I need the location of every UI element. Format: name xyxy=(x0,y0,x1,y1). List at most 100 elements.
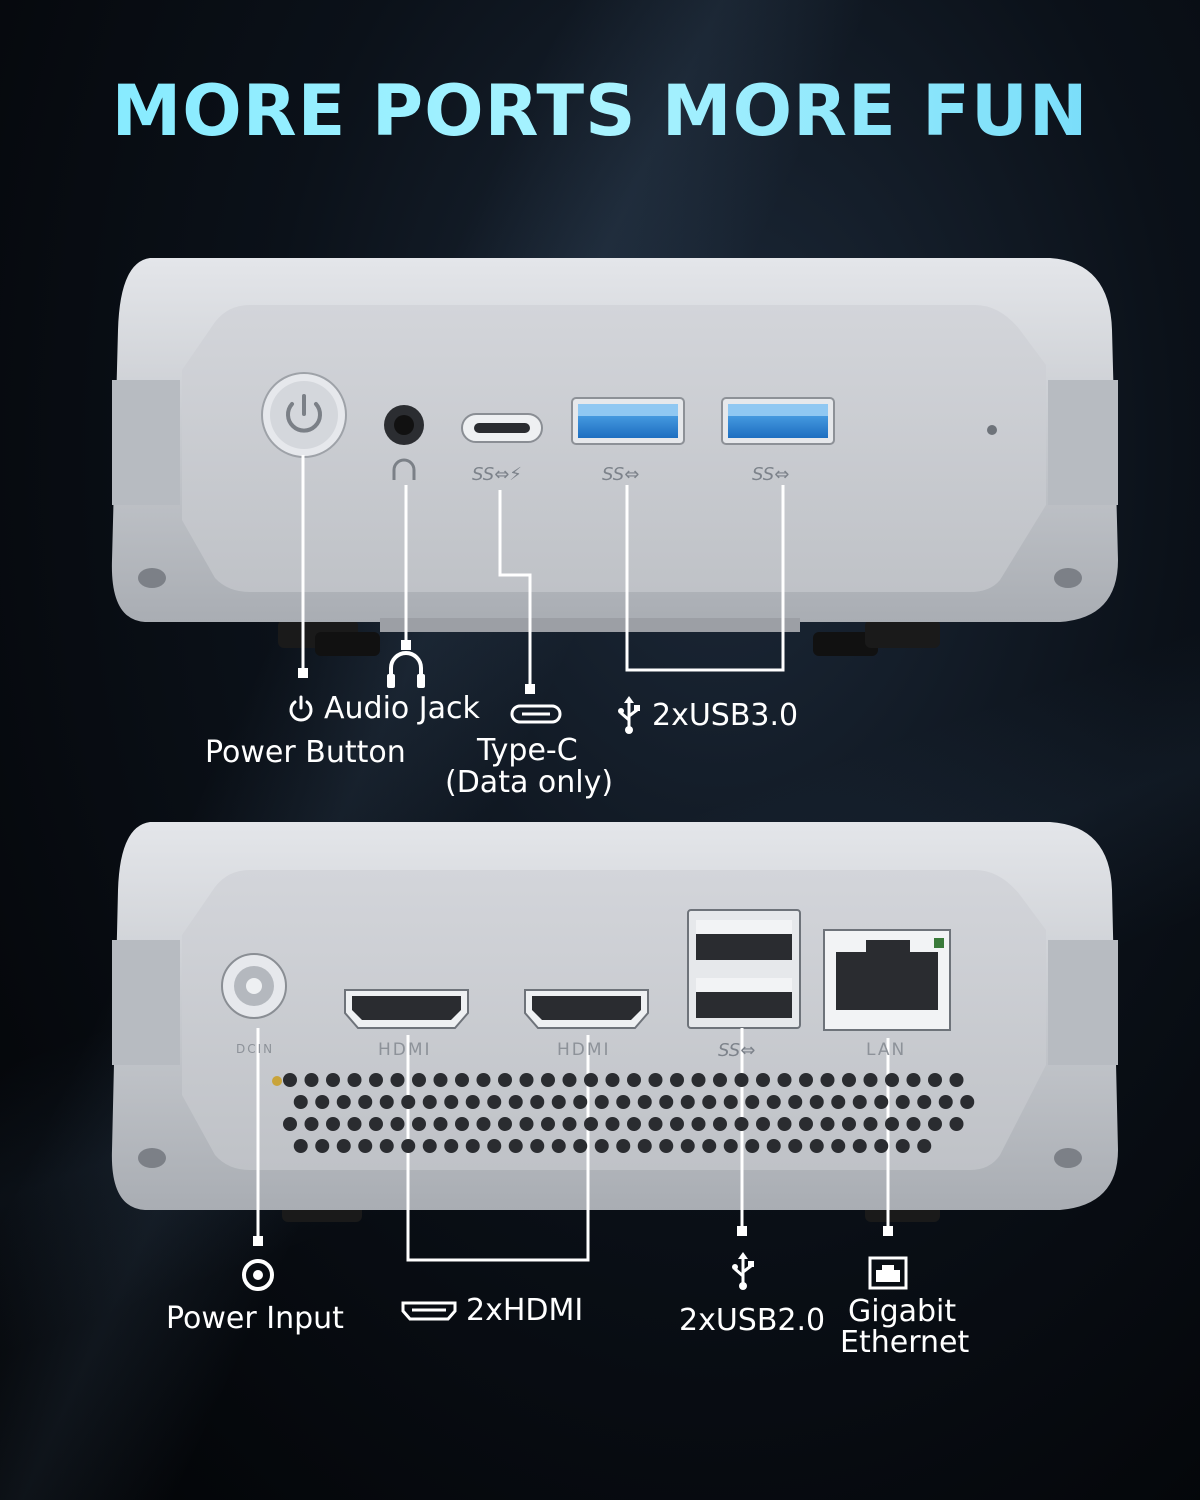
vent-hole xyxy=(809,1095,824,1109)
vent-hole xyxy=(562,1117,577,1131)
vent-hole xyxy=(756,1073,770,1087)
vent-hole xyxy=(498,1073,512,1087)
usb-icon-rear xyxy=(732,1252,754,1290)
vent-hole xyxy=(422,1095,437,1109)
vent-hole xyxy=(390,1073,405,1087)
vent-hole xyxy=(723,1139,738,1153)
vent-hole xyxy=(293,1095,308,1109)
vent-hole xyxy=(594,1139,609,1153)
typec-label: Type-C xyxy=(477,733,578,768)
vent-hole xyxy=(293,1139,308,1153)
vent-hole xyxy=(465,1095,480,1109)
vent-hole xyxy=(390,1117,405,1131)
vent-hole xyxy=(852,1139,867,1153)
vent-hole xyxy=(530,1095,545,1109)
usb-icon xyxy=(618,696,640,734)
vent-hole xyxy=(369,1117,383,1131)
usb-c-ss-mark: SS⇔⚡ xyxy=(472,464,522,485)
vent-hole xyxy=(379,1139,394,1153)
vent-hole xyxy=(831,1095,846,1109)
vent-hole xyxy=(863,1073,878,1087)
lan-mark: LAN xyxy=(866,1040,907,1060)
vent-hole xyxy=(670,1117,684,1131)
hdmi2-mark: HDMI xyxy=(557,1040,611,1060)
usb-c-icon xyxy=(510,704,562,724)
vent-hole xyxy=(820,1117,835,1131)
vent-hole xyxy=(895,1139,910,1153)
vent-hole xyxy=(659,1095,674,1109)
vent-hole xyxy=(315,1095,330,1109)
vent-hole xyxy=(476,1117,491,1131)
vent-hole xyxy=(627,1117,641,1131)
front-device-image xyxy=(111,258,1118,694)
vent-hole xyxy=(713,1117,727,1131)
vent-hole xyxy=(637,1095,652,1109)
vent-hole xyxy=(304,1073,319,1087)
usb2-ss-mark: SS⇔ xyxy=(718,1040,756,1061)
vent-hole xyxy=(541,1073,555,1087)
vent-hole xyxy=(594,1095,609,1109)
ethernet-sublabel: Ethernet xyxy=(840,1325,970,1360)
vent-hole xyxy=(379,1095,394,1109)
vent-hole xyxy=(637,1139,652,1153)
power-button-label: Power Button xyxy=(205,735,406,770)
vent-hole xyxy=(465,1139,480,1153)
vent-hole xyxy=(573,1139,588,1153)
vent-hole xyxy=(605,1073,620,1087)
vent-hole xyxy=(756,1117,770,1131)
vent-hole xyxy=(551,1139,566,1153)
vent-hole xyxy=(820,1073,835,1087)
rear-device-image xyxy=(111,822,1118,1262)
vent-hole xyxy=(519,1073,534,1087)
audio-jack-label: Audio Jack xyxy=(324,691,480,726)
vent-hole xyxy=(422,1139,437,1153)
vent-hole xyxy=(369,1073,383,1087)
vent-hole xyxy=(938,1095,953,1109)
dc-input-icon xyxy=(242,1259,274,1291)
vent-hole xyxy=(336,1139,351,1153)
vent-hole xyxy=(562,1073,577,1087)
vent-hole xyxy=(433,1073,448,1087)
vent-grid xyxy=(283,1073,975,1153)
vent-hole xyxy=(508,1139,523,1153)
vent-hole xyxy=(702,1139,717,1153)
vent-hole xyxy=(487,1139,502,1153)
hdmi-label: 2xHDMI xyxy=(466,1293,584,1328)
vent-hole xyxy=(788,1139,803,1153)
vent-hole xyxy=(734,1073,749,1087)
vent-hole xyxy=(412,1073,426,1087)
vent-hole xyxy=(917,1139,932,1153)
vent-hole xyxy=(659,1139,674,1153)
vent-hole xyxy=(928,1073,942,1087)
vent-hole xyxy=(530,1139,545,1153)
vent-hole xyxy=(444,1139,459,1153)
usb3-label: 2xUSB3.0 xyxy=(652,698,799,733)
vent-hole xyxy=(906,1117,921,1131)
vent-hole xyxy=(745,1139,760,1153)
vent-hole xyxy=(283,1073,297,1087)
vent-hole xyxy=(809,1139,824,1153)
vent-hole xyxy=(960,1095,975,1109)
vent-hole xyxy=(358,1095,373,1109)
vent-hole xyxy=(702,1095,717,1109)
vent-hole xyxy=(842,1073,856,1087)
headphone-icon xyxy=(387,651,425,688)
vent-hole xyxy=(519,1117,534,1131)
usb2-label: 2xUSB2.0 xyxy=(679,1303,826,1338)
vent-hole xyxy=(347,1117,362,1131)
vent-hole xyxy=(401,1095,416,1109)
vent-hole xyxy=(326,1117,340,1131)
vent-hole xyxy=(734,1117,749,1131)
vent-hole xyxy=(745,1095,760,1109)
power-icon xyxy=(289,695,313,722)
vent-hole xyxy=(852,1095,867,1109)
usb3-ss-mark-2: SS⇔ xyxy=(752,464,790,485)
vent-hole xyxy=(498,1117,512,1131)
hdmi-icon xyxy=(401,1301,457,1321)
vent-hole xyxy=(315,1139,330,1153)
vent-hole xyxy=(648,1073,663,1087)
vent-hole xyxy=(648,1117,663,1131)
vent-hole xyxy=(336,1095,351,1109)
vent-hole xyxy=(766,1095,781,1109)
vent-hole xyxy=(358,1139,373,1153)
